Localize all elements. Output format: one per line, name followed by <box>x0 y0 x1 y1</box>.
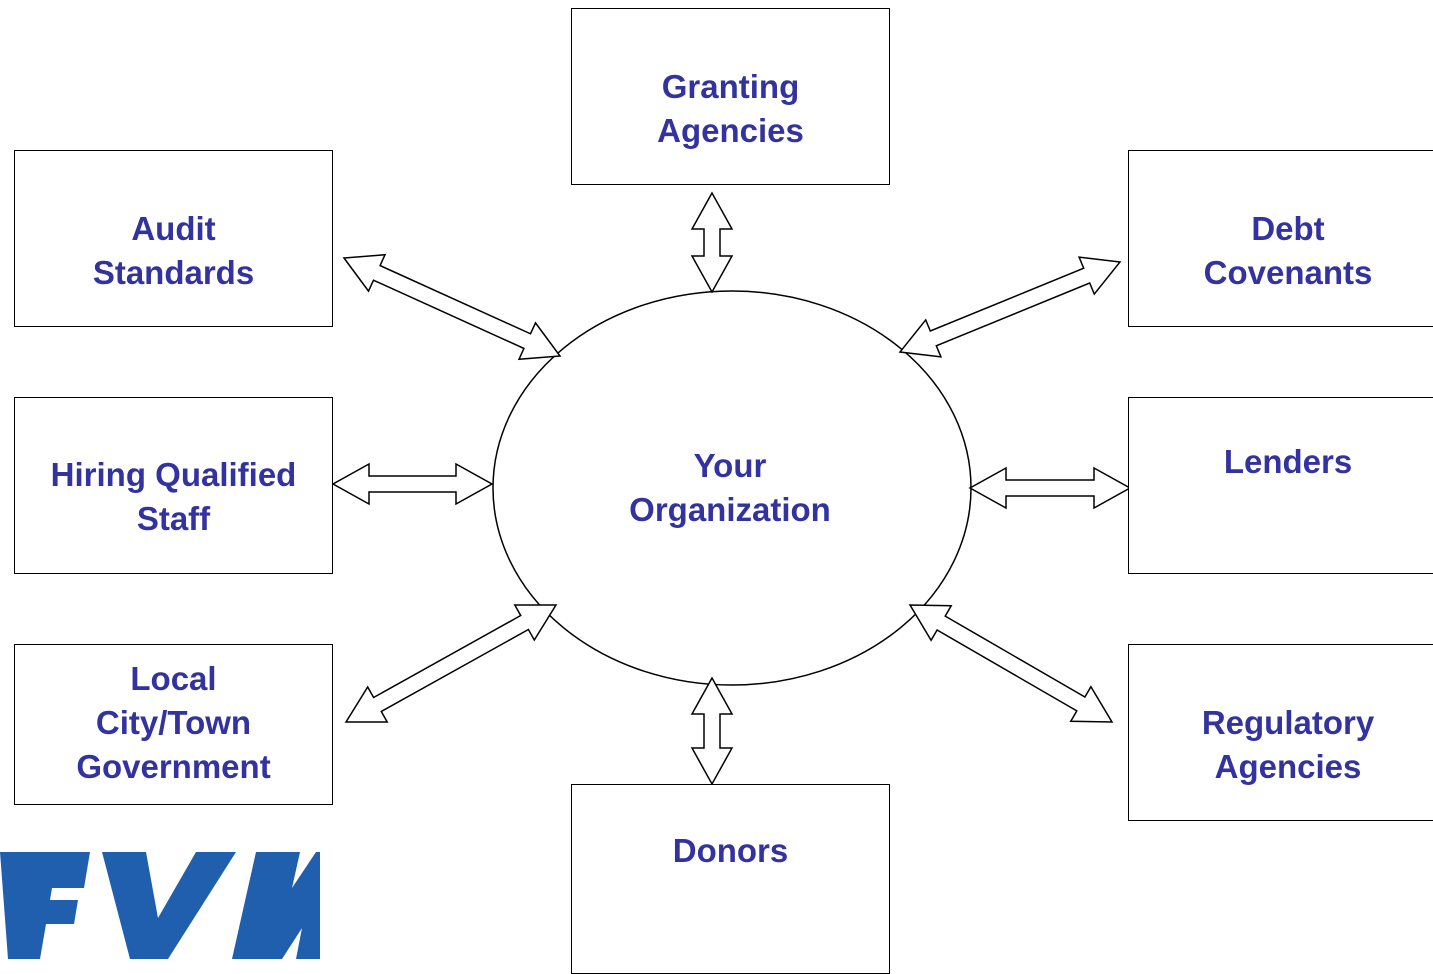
node-label-audit-standards: Audit Standards <box>92 210 255 291</box>
box-debt-covenants <box>1128 150 1433 327</box>
box-audit-standards <box>14 150 333 327</box>
box-donors <box>571 784 890 974</box>
arrow-local-government <box>344 604 558 723</box>
arrow-donors <box>690 676 734 786</box>
box-hiring-qualified-staff <box>14 397 333 574</box>
box-lenders <box>1128 397 1433 574</box>
arrow-regulatory-agencies <box>908 604 1114 723</box>
node-label-granting-agencies: Granting Agencies <box>657 68 804 149</box>
arrow-lenders <box>968 466 1132 510</box>
node-label-regulatory-agencies: Regulatory Agencies <box>1201 704 1375 785</box>
node-label-hiring-qualified-staff: Hiring Qualified Staff <box>50 456 297 537</box>
arrow-granting-agencies <box>690 191 734 294</box>
arrow-debt-covenants <box>898 256 1122 358</box>
node-label-donors: Donors <box>672 832 789 869</box>
arrow-hiring-qualified-staff <box>331 462 494 506</box>
center-label: Your Organization <box>629 447 831 528</box>
box-granting-agencies <box>571 8 890 185</box>
brand-logo <box>0 848 320 959</box>
node-label-local-government: Local City/Town Government <box>76 660 271 785</box>
node-label-lenders: Lenders <box>1223 443 1353 480</box>
node-label-debt-covenants: Debt Covenants <box>1203 210 1373 291</box>
box-local-government <box>14 644 333 805</box>
arrow-audit-standards <box>342 253 562 361</box>
box-regulatory-agencies <box>1128 644 1433 821</box>
